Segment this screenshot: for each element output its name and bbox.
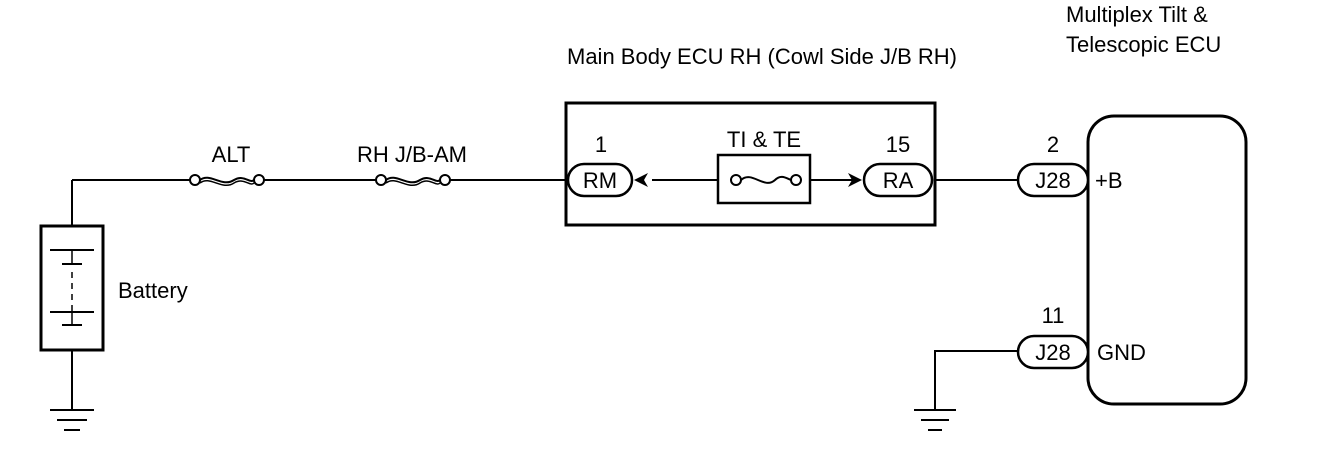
main-body-ecu-box [564,101,937,227]
fuse-ti-te-label: TI & TE [727,127,801,152]
main-body-ecu-label: Main Body ECU RH (Cowl Side J/B RH) [567,44,957,69]
signal-gnd-label: GND [1097,340,1146,365]
connector-j28-b-name: J28 [1035,168,1070,193]
connector-j28-b-pin: 2 [1047,132,1059,157]
connector-ra-arrow-icon [848,173,862,187]
ecu-ground-icon [914,409,956,431]
fuse-rh-jb-am-label: RH J/B-AM [357,142,467,167]
connector-j28-b: J28 [1016,162,1090,198]
battery-ground-icon [50,409,94,431]
connector-ra-name: RA [883,168,914,193]
wire-gnd [934,350,1018,410]
connector-rm: RM [566,162,648,198]
connector-j28-gnd-name: J28 [1035,340,1070,365]
fuse-alt [189,174,265,186]
fuse-alt-label: ALT [212,142,251,167]
battery-label: Battery [118,278,188,303]
connector-rm-name: RM [583,168,617,193]
connector-rm-pin: 1 [595,132,607,157]
multiplex-label-line2: Telescopic ECU [1066,32,1221,57]
fuse-rh-jb-am [375,174,451,186]
multiplex-ecu-box [1086,114,1248,406]
connector-j28-gnd-pin: 11 [1042,303,1065,328]
signal-b-label: +B [1095,168,1123,193]
connector-rm-arrow-icon [634,173,648,187]
multiplex-label-line1: Multiplex Tilt & [1066,2,1208,27]
fuse-ti-te [716,153,812,205]
connector-ra-pin: 15 [886,132,910,157]
connector-j28-gnd: J28 [1016,334,1090,370]
battery [39,180,105,410]
connector-ra: RA [848,162,934,198]
